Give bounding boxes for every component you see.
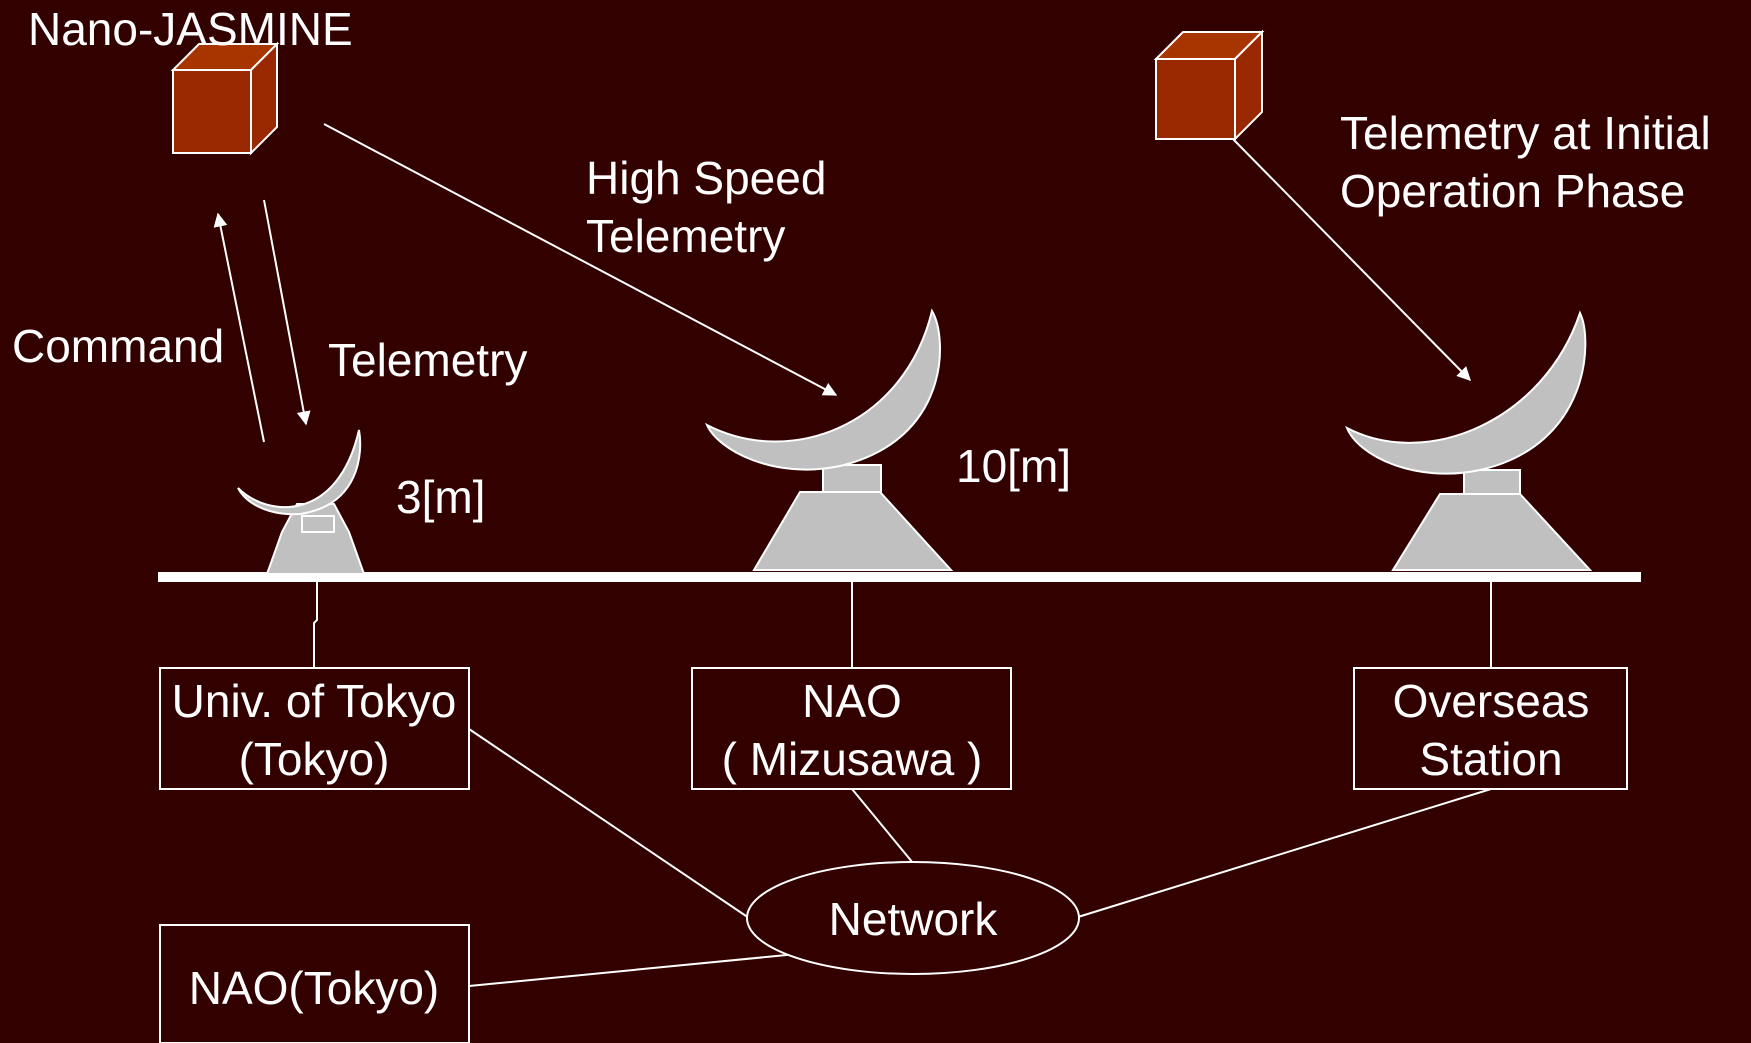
tokyo-univ-station-name: Univ. of Tokyo: [172, 675, 457, 727]
nao-mizusawa-station-name: NAO: [802, 675, 902, 727]
overseas-station-name-line2: Station: [1419, 733, 1562, 785]
nao-mizusawa-station-box: [691, 667, 1012, 790]
high-speed-telemetry-label-line1: High Speed: [586, 152, 826, 204]
satellite-name: Nano-JASMINE: [28, 3, 353, 55]
nao-tokyo-network-connection: [468, 953, 798, 987]
overseas-antenna-icon: [1345, 310, 1593, 571]
high-speed-telemetry-label-line2: Telemetry: [586, 210, 785, 262]
telemetry-downlink-arrow: [263, 199, 311, 426]
nao-tokyo-station-name: NAO(Tokyo): [189, 962, 439, 1014]
initial-telemetry-label-line1: Telemetry at Initial: [1340, 107, 1711, 159]
command-label: Command: [12, 320, 224, 372]
small-antenna-icon: [237, 429, 366, 575]
initial-telemetry-label-line2: Operation Phase: [1340, 165, 1685, 217]
tokyo-univ-station-location: (Tokyo): [239, 733, 390, 785]
ground-rail: [158, 572, 1641, 582]
high-speed-telemetry-arrow: [323, 123, 838, 396]
network-node: [746, 861, 1080, 975]
satellite-cube-icon: [170, 41, 280, 156]
large-antenna-size: 10[m]: [956, 440, 1071, 492]
large-antenna-icon: [704, 308, 954, 571]
overseas-network-connection: [1077, 788, 1492, 918]
overseas-station-name-line1: Overseas: [1393, 675, 1590, 727]
initial-telemetry-arrow: [1232, 138, 1471, 381]
network-label: Network: [829, 893, 999, 945]
satellite-cube-icon-overseas: [1153, 29, 1265, 142]
small-antenna-size: 3[m]: [396, 471, 485, 523]
command-uplink-arrow: [213, 212, 265, 443]
telemetry-label: Telemetry: [328, 334, 527, 386]
nao-tokyo-station-box: [159, 924, 470, 1043]
nao-mizusawa-station-location: ( Mizusawa ): [722, 733, 983, 785]
tokyo-drop-line: [313, 582, 318, 668]
mizusawa-network-connection: [851, 788, 914, 864]
tokyo-univ-station-box: [159, 667, 470, 790]
tokyo-network-connection: [468, 728, 750, 919]
